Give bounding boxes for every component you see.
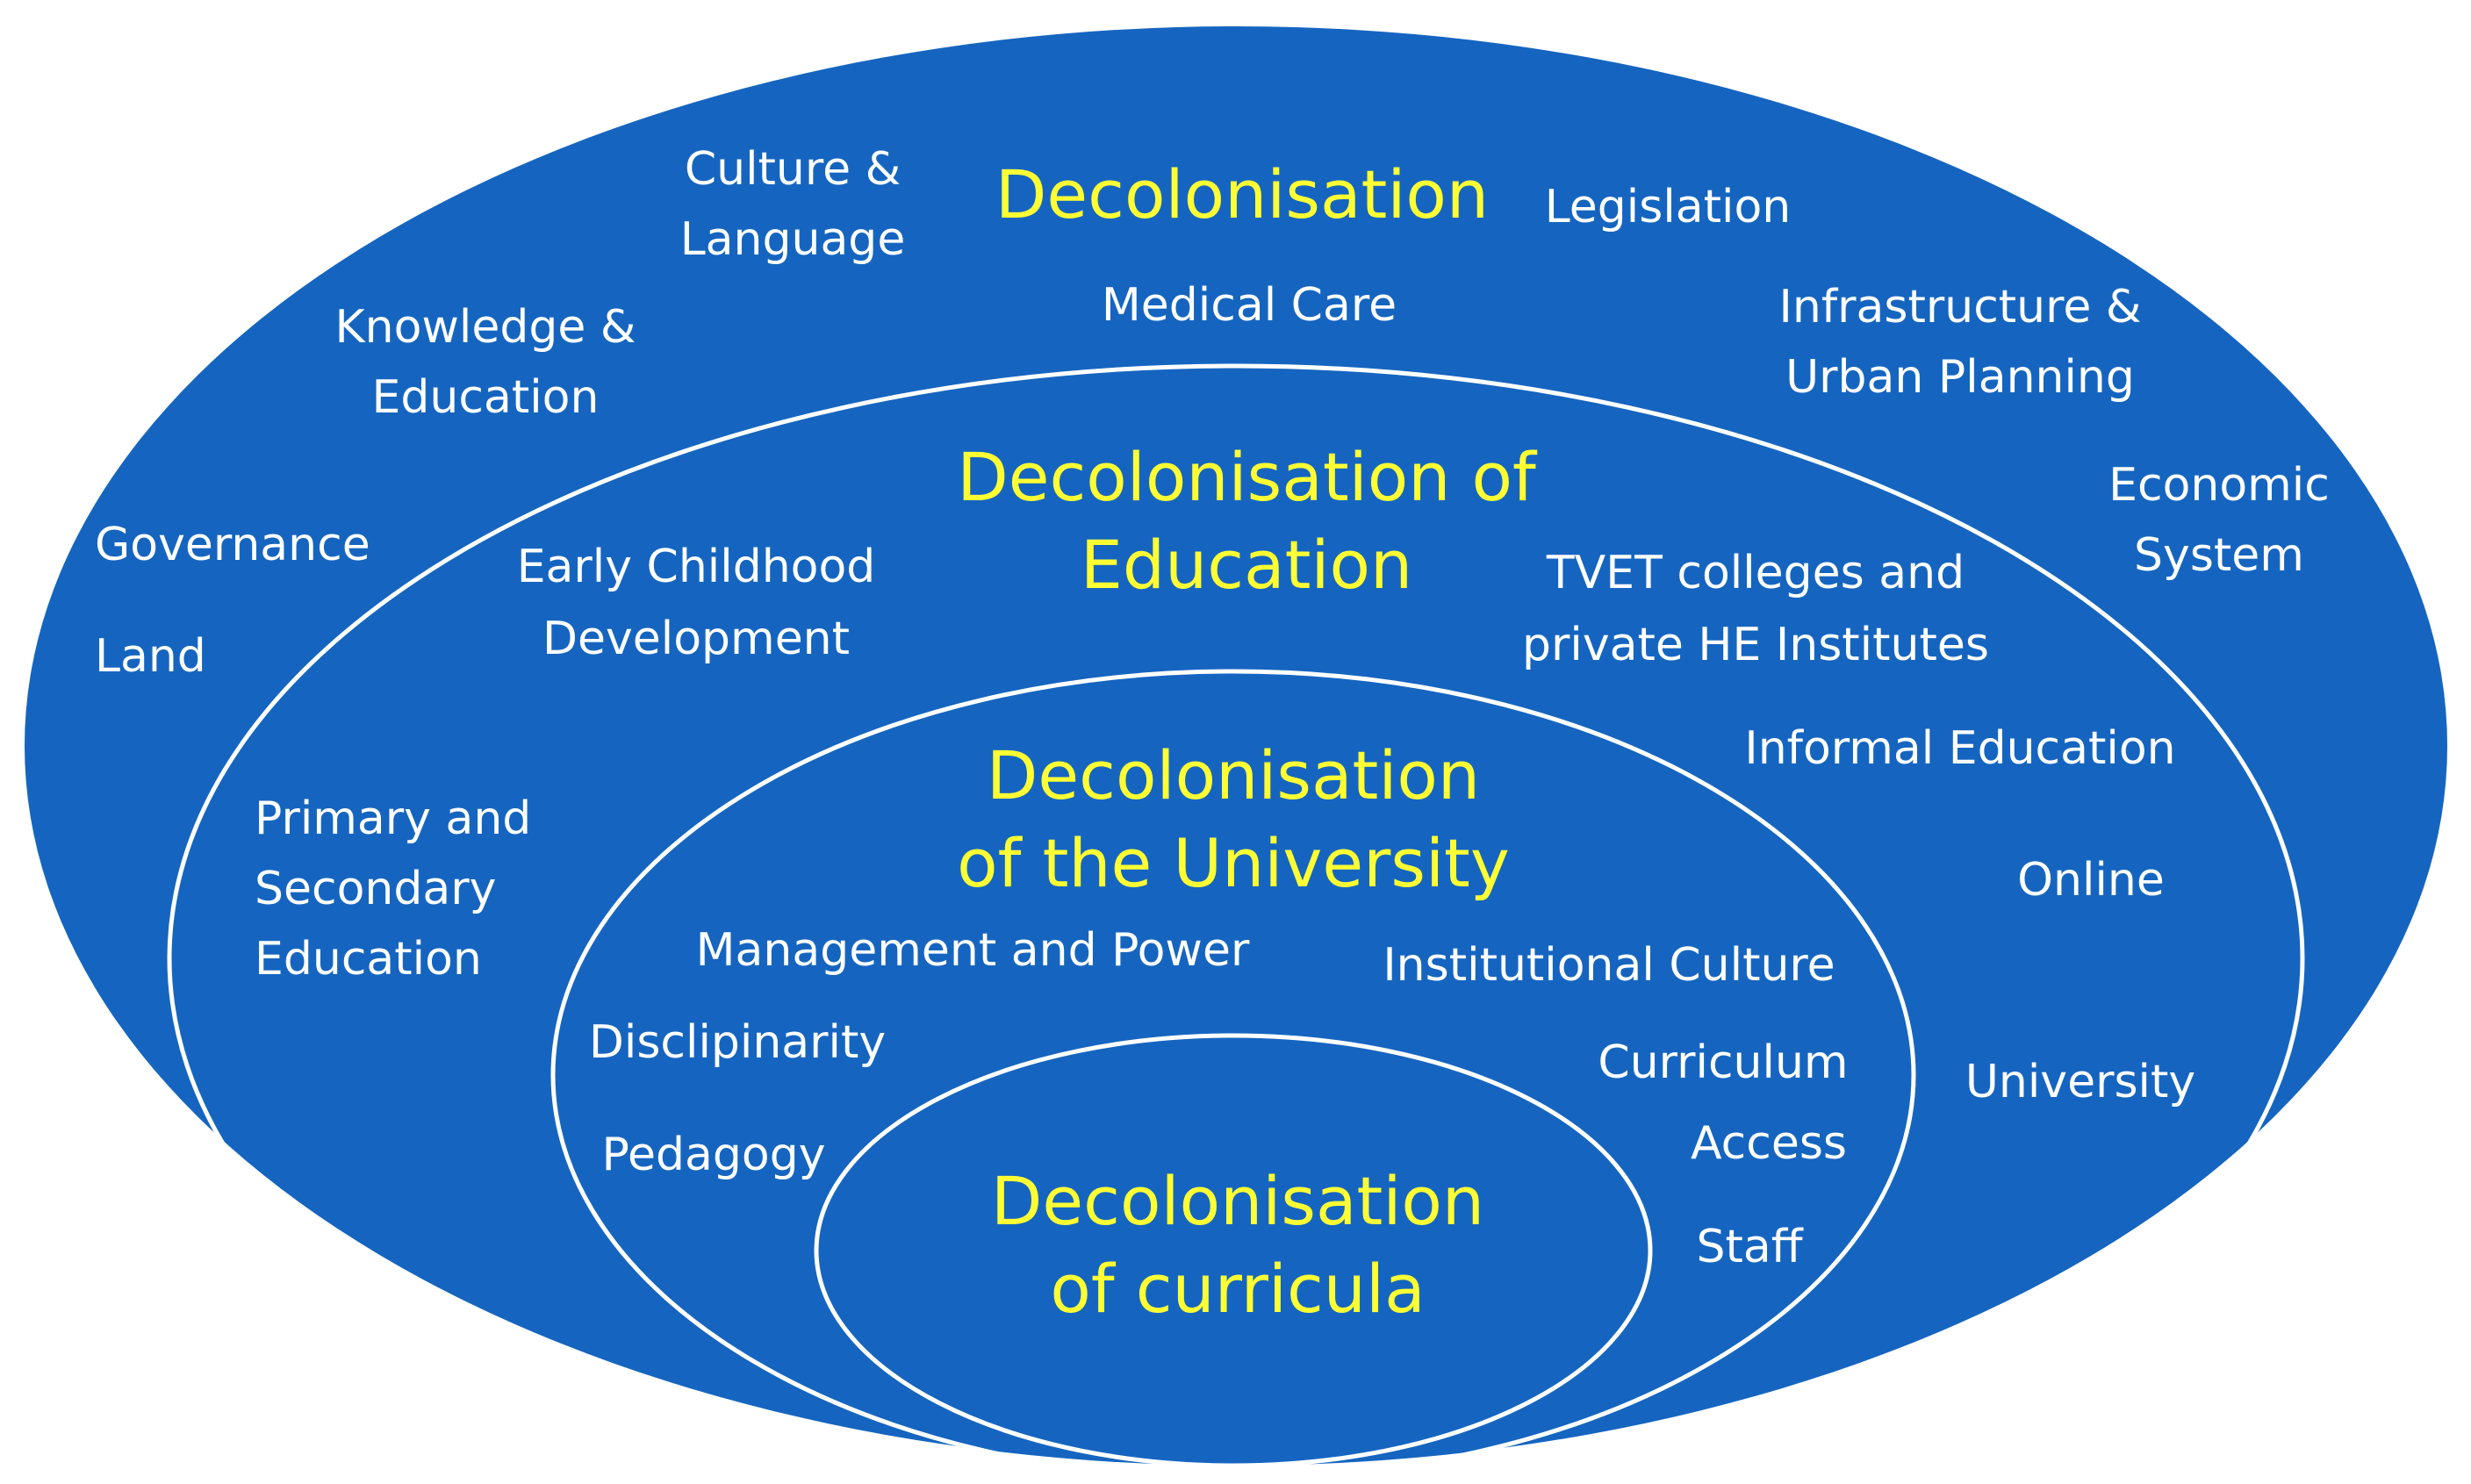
label-governance: Governance — [95, 519, 370, 571]
label-disciplinarity: Disclipinarity — [589, 1016, 886, 1069]
title-decolonisation-of-education: Decolonisation of Education — [957, 438, 1538, 604]
label-informal-education-line: Informal Education — [1744, 722, 2175, 775]
label-knowledge-education-line: Education — [372, 371, 600, 424]
ring-university — [550, 669, 1916, 1481]
title-decolonisation-line: Decolonisation — [995, 155, 1489, 233]
label-university-line: University — [1965, 1056, 2195, 1108]
label-access: Access — [1691, 1117, 1847, 1170]
label-access-line: Access — [1691, 1117, 1847, 1170]
label-tvet-colleges-line: TVET colleges and — [1546, 547, 1965, 599]
label-institutional-culture-line: Institutional Culture — [1383, 939, 1835, 992]
label-university: University — [1965, 1056, 2195, 1108]
label-infrastructure-line: Infrastructure & — [1779, 281, 2142, 333]
ring-curricula — [814, 1033, 1653, 1468]
label-primary-secondary-line: Primary and — [255, 792, 531, 845]
label-infrastructure-line: Urban Planning — [1785, 351, 2135, 404]
label-management-power-line: Management and Power — [696, 924, 1250, 977]
label-primary-secondary-line: Secondary — [255, 863, 496, 915]
label-informal-education: Informal Education — [1744, 722, 2175, 775]
label-disciplinarity-line: Disclipinarity — [589, 1016, 886, 1069]
label-management-power: Management and Power — [696, 924, 1250, 977]
label-early-childhood-line: Development — [542, 613, 850, 665]
label-tvet-colleges-line: private HE Institutes — [1522, 619, 1989, 671]
label-land-line: Land — [95, 630, 206, 683]
label-culture-language-line: Language — [680, 213, 906, 266]
title-decolonisation-of-curricula-line: of curricula — [1050, 1250, 1425, 1328]
label-curriculum-line: Curriculum — [1598, 1036, 1848, 1089]
label-legislation-line: Legislation — [1545, 181, 1792, 233]
label-legislation: Legislation — [1545, 181, 1792, 233]
label-culture-language: Culture & Language — [680, 143, 906, 266]
label-early-childhood-line: Early Childhood — [517, 541, 876, 593]
label-economic-system-line: System — [2134, 529, 2304, 582]
label-tvet-colleges: TVET colleges and private HE Institutes — [1522, 547, 1989, 671]
label-economic-system-line: Economic — [2108, 459, 2330, 512]
label-curriculum: Curriculum — [1598, 1036, 1848, 1089]
label-infrastructure: Infrastructure & Urban Planning — [1779, 281, 2142, 404]
label-staff: Staff — [1696, 1221, 1803, 1273]
label-governance-line: Governance — [95, 519, 370, 571]
label-online: Online — [2017, 854, 2165, 907]
label-culture-language-line: Culture & — [685, 143, 901, 196]
title-decolonisation-of-university: Decolonisation of the University — [957, 736, 1510, 902]
title-decolonisation-of-education-line: Decolonisation of — [957, 438, 1538, 516]
title-decolonisation-of-curricula-line: Decolonisation — [991, 1162, 1484, 1240]
title-decolonisation: Decolonisation — [995, 155, 1489, 233]
label-knowledge-education-line: Knowledge & — [335, 301, 636, 354]
title-decolonisation-of-education-line: Education — [1081, 526, 1412, 604]
label-pedagogy: Pedagogy — [602, 1129, 826, 1181]
label-pedagogy-line: Pedagogy — [602, 1129, 826, 1181]
label-institutional-culture: Institutional Culture — [1383, 939, 1835, 992]
label-medical-care: Medical Care — [1102, 279, 1397, 332]
title-decolonisation-of-curricula: Decolonisation of curricula — [991, 1162, 1484, 1328]
title-decolonisation-of-university-line: of the University — [957, 824, 1510, 902]
label-staff-line: Staff — [1696, 1221, 1803, 1273]
label-medical-care-line: Medical Care — [1102, 279, 1397, 332]
label-online-line: Online — [2017, 854, 2165, 907]
ring-education — [167, 363, 2305, 1484]
label-land: Land — [95, 630, 206, 683]
title-decolonisation-of-university-line: Decolonisation — [987, 736, 1480, 814]
label-primary-secondary-line: Education — [255, 933, 482, 986]
outer-ellipse-society — [25, 26, 2447, 1466]
label-knowledge-education: Knowledge & Education — [335, 301, 636, 424]
